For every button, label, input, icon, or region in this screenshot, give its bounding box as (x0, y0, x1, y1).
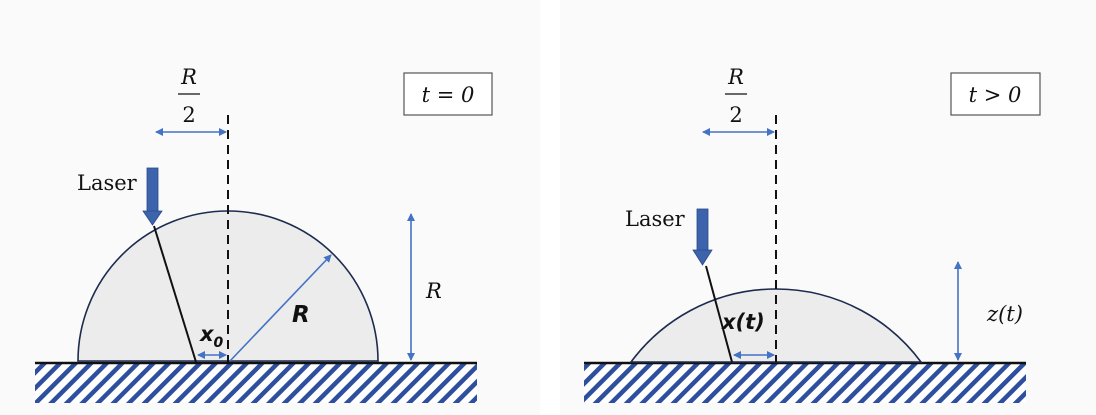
left-height-label: R (425, 279, 442, 303)
right-time-label: t > 0 (969, 83, 1022, 107)
right-half-radius-fraction: R 2 (725, 65, 747, 127)
right-height-label: z(t) (986, 302, 1023, 326)
left-laser-label: Laser (77, 171, 138, 195)
left-time-label: t = 0 (422, 83, 475, 107)
left-time-box (403, 72, 493, 116)
left-fraction-numerator: R (180, 65, 197, 89)
right-laser-path (705, 265, 733, 363)
right-laser-arrow-icon (692, 208, 713, 266)
left-offset-label: x0 (199, 322, 224, 351)
left-laser-path (153, 225, 197, 363)
left-substrate (35, 363, 477, 403)
right-fraction-numerator: R (727, 65, 744, 89)
right-panel: R 2 t > 0 Laser x(t) z(t) (584, 65, 1041, 403)
left-fraction-denominator: 2 (182, 103, 195, 127)
right-offset-label: x(t) (721, 310, 765, 334)
left-radius-arrow (229, 254, 332, 362)
left-radius-label: R (292, 302, 310, 328)
right-fraction-denominator: 2 (729, 103, 742, 127)
right-time-box (950, 72, 1041, 116)
left-panel: R 2 t = 0 Laser x0 R R (35, 65, 493, 403)
left-laser-arrow-icon (142, 167, 163, 226)
right-laser-label: Laser (625, 207, 686, 231)
right-substrate (584, 363, 1026, 403)
left-half-radius-fraction: R 2 (178, 65, 200, 127)
